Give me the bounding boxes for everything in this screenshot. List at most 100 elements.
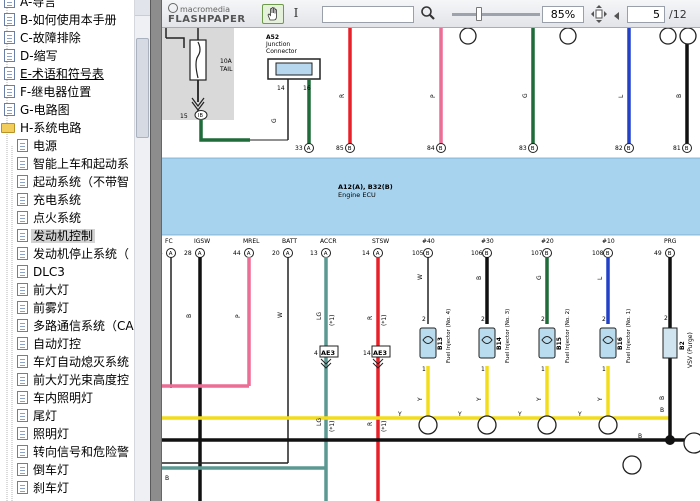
wire-letter-y-inj2: Y bbox=[476, 397, 483, 402]
top-pin-connector bbox=[436, 143, 446, 153]
tree-item[interactable]: DLC3 bbox=[17, 263, 67, 281]
tree-item[interactable]: E-术语和符号表 bbox=[4, 65, 106, 83]
search-input[interactable] bbox=[322, 6, 414, 23]
document-icon bbox=[17, 355, 28, 368]
junction-line1: Junction bbox=[265, 41, 290, 48]
tree-item[interactable]: 尾灯 bbox=[17, 407, 59, 425]
document-icon bbox=[17, 373, 28, 386]
tree-item[interactable]: 前大灯光束高度控 bbox=[17, 371, 131, 389]
bottom-pin-conn-letter: A bbox=[247, 251, 251, 257]
pane-splitter[interactable] bbox=[150, 0, 162, 501]
ae3-junctions: 4 AE3 14 AE3 bbox=[314, 345, 391, 369]
tree-item-label: 前大灯 bbox=[33, 283, 70, 297]
tree-item[interactable]: H-系统电路 bbox=[1, 119, 83, 137]
tree-item[interactable]: 前雾灯 bbox=[17, 299, 71, 317]
tree-item[interactable]: C-故障排除 bbox=[4, 29, 83, 47]
top-pin-connector bbox=[304, 143, 314, 153]
bottom-pin-label: MREL bbox=[243, 238, 260, 245]
injector-pin-2: 2 bbox=[541, 316, 545, 323]
bottom-pin-conn-letter: B bbox=[606, 251, 610, 257]
page-total-label: /12 bbox=[669, 8, 687, 21]
folder-icon bbox=[1, 123, 15, 133]
bottom-pin-number: 25 bbox=[162, 250, 163, 257]
tree-item[interactable]: A-导言 bbox=[4, 0, 58, 11]
bottom-pin-number: 107 bbox=[531, 250, 543, 257]
document-icon bbox=[4, 85, 15, 98]
document-icon bbox=[17, 319, 28, 332]
zoom-slider[interactable] bbox=[452, 7, 540, 21]
junction-pin-right: 16 bbox=[303, 85, 311, 92]
hand-tool-button[interactable] bbox=[262, 4, 284, 24]
scroll-up-button[interactable] bbox=[135, 0, 150, 16]
ecu-name: Engine ECU bbox=[338, 191, 376, 199]
tree-connector-lines bbox=[6, 0, 13, 501]
tree-item[interactable]: 发动机停止系统（ bbox=[17, 245, 131, 263]
zoom-slider-knob[interactable] bbox=[476, 7, 482, 21]
tree-scrollbar[interactable] bbox=[134, 0, 150, 501]
tree-item[interactable]: 转向信号和危险警 bbox=[17, 443, 131, 461]
tree-item-label: 刹车灯 bbox=[33, 481, 70, 495]
bottom-pin-label: PRG bbox=[664, 238, 677, 245]
top-pin-number: 83 bbox=[519, 145, 527, 152]
text-select-tool-button[interactable]: I bbox=[289, 4, 303, 24]
wire-letter-l-top: L bbox=[618, 94, 625, 98]
wire-letter-w-batt: W bbox=[277, 312, 284, 318]
brand-bottom-text: FLASHPAPER bbox=[168, 14, 246, 25]
tree-item[interactable]: D-缩写 bbox=[4, 47, 60, 65]
tree-item[interactable]: B-如何使用本手册 bbox=[4, 11, 119, 29]
document-icon bbox=[17, 247, 28, 260]
tree-item[interactable]: 充电系统 bbox=[17, 191, 83, 209]
document-icon bbox=[17, 193, 28, 206]
tree-item[interactable]: 前大灯 bbox=[17, 281, 71, 299]
tree-item[interactable]: 电源 bbox=[17, 137, 59, 155]
top-pin-number: 82 bbox=[615, 145, 623, 152]
wire-letter-y-2: Y bbox=[457, 411, 462, 418]
injector-pin-1: 1 bbox=[541, 366, 545, 373]
injector-pin-1: 1 bbox=[422, 366, 426, 373]
zoom-level-field[interactable]: 85% bbox=[542, 6, 584, 23]
fit-page-icon bbox=[591, 5, 607, 23]
tree-item[interactable]: 自动灯控 bbox=[17, 335, 83, 353]
tree-item[interactable]: 发动机控制 bbox=[17, 227, 96, 245]
bottom-pin-number: 13 bbox=[310, 250, 318, 257]
tree-item[interactable]: 多路通信系统（CA bbox=[17, 317, 136, 335]
injector-name: Fuel Injector (No. 4) bbox=[446, 309, 452, 363]
tree-item[interactable]: 车内照明灯 bbox=[17, 389, 95, 407]
wire-star-1c: (*1) bbox=[329, 421, 336, 433]
tree-item[interactable]: 刹车灯 bbox=[17, 479, 71, 497]
search-button[interactable] bbox=[419, 5, 437, 23]
scroll-thumb[interactable] bbox=[136, 38, 149, 138]
ae-pin-1: 4 bbox=[314, 350, 318, 357]
injector-pin-2: 2 bbox=[481, 316, 485, 323]
top-pin-number: 81 bbox=[673, 145, 681, 152]
tree-item-label: DLC3 bbox=[33, 265, 65, 279]
tree-item[interactable]: 起动系统（不带智 bbox=[17, 173, 131, 191]
document-icon bbox=[17, 265, 28, 278]
tree-item-label: 智能上车和起动系 bbox=[33, 157, 130, 171]
tree-item-label: 前雾灯 bbox=[33, 301, 70, 315]
tree-item-label: 照明灯 bbox=[33, 427, 70, 441]
bottom-pin-number: 106 bbox=[471, 250, 483, 257]
tree-item[interactable]: G-电路图 bbox=[4, 101, 72, 119]
tree-item[interactable]: 车灯自动熄灭系统 bbox=[17, 353, 131, 371]
document-icon bbox=[17, 391, 28, 404]
tree-item-label: 点火系统 bbox=[33, 211, 82, 225]
brand-top-text: macromedia bbox=[180, 5, 231, 14]
bottom-pin-conn-letter: A bbox=[169, 251, 173, 257]
bottom-pin-conn-letter: A bbox=[198, 251, 202, 257]
page-prev-icon[interactable] bbox=[614, 12, 619, 20]
tree-item-label: C-故障排除 bbox=[20, 31, 81, 45]
document-icon bbox=[17, 445, 28, 458]
bottom-pin-conn-letter: B bbox=[545, 251, 549, 257]
top-pin-connector bbox=[345, 143, 355, 153]
injector-id: B15 bbox=[556, 337, 563, 350]
bottom-pin-number: 28 bbox=[184, 250, 192, 257]
hand-icon bbox=[267, 7, 277, 21]
page-number-field[interactable]: 5 bbox=[627, 6, 665, 23]
tree-item[interactable]: F-继电器位置 bbox=[4, 83, 93, 101]
tree-item[interactable]: 倒车灯 bbox=[17, 461, 71, 479]
tree-item[interactable]: 智能上车和起动系 bbox=[17, 155, 131, 173]
tree-item[interactable]: 点火系统 bbox=[17, 209, 83, 227]
tree-item[interactable]: 照明灯 bbox=[17, 425, 71, 443]
fit-page-button[interactable] bbox=[590, 5, 608, 23]
